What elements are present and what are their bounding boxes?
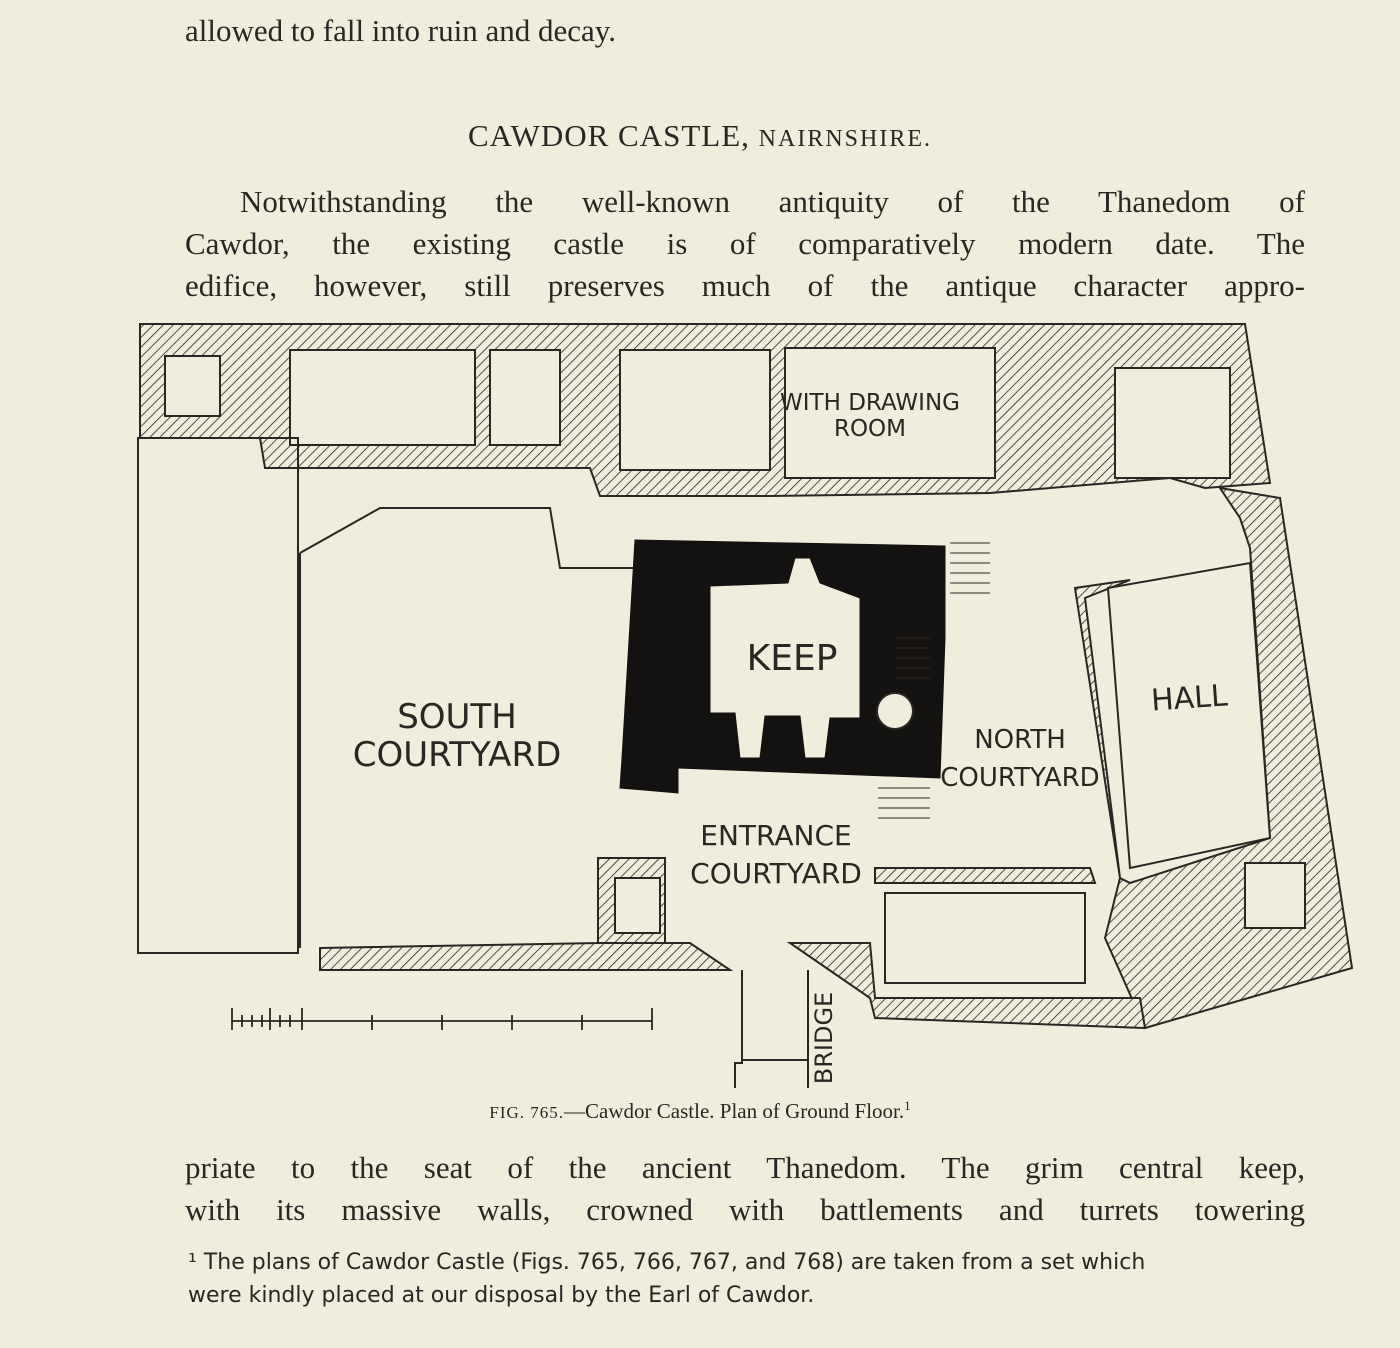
label-north-courtyard-1: NORTH: [974, 725, 1066, 755]
label-entrance-courtyard-1: ENTRANCE: [700, 819, 851, 852]
scale-bar: [231, 1008, 653, 1030]
heading-county: Nairnshire.: [758, 126, 932, 152]
paragraph-2-line-2: with its massive walls, crowned with bat…: [185, 1192, 1305, 1227]
bridge: [734, 970, 809, 1088]
footnote-line-2: were kindly placed at our disposal by th…: [188, 1283, 815, 1308]
keep-walls: [619, 539, 946, 794]
text-line-top: allowed to fall into ruin and decay.: [185, 13, 616, 48]
keep-stair: [876, 692, 914, 730]
label-bridge: BRIDGE: [810, 992, 838, 1084]
plan-rooms: [164, 347, 1306, 984]
label-hall: HALL: [1150, 678, 1229, 718]
paragraph-1-line-1: Notwithstanding the well-known antiquity…: [240, 184, 1305, 219]
label-keep: KEEP: [747, 638, 838, 679]
caption-note-ref: 1: [904, 1098, 911, 1113]
label-south-courtyard-2: COURTYARD: [353, 735, 562, 775]
stairs: [878, 542, 990, 819]
label-with-drawing-room-2: ROOM: [834, 416, 906, 442]
footnote-line-1: ¹ The plans of Cawdor Castle (Figs. 765,…: [188, 1250, 1146, 1275]
figure-caption: Fig. 765.—Cawdor Castle. Plan of Ground …: [0, 1098, 1400, 1124]
section-heading: CAWDOR CASTLE, Nairnshire.: [0, 118, 1400, 154]
paragraph-2-line-1: priate to the seat of the ancient Thaned…: [185, 1150, 1305, 1185]
south-courtyard-boundary: [299, 507, 635, 948]
label-north-courtyard-2: COURTYARD: [940, 763, 1099, 793]
caption-fig: Fig. 765.: [489, 1103, 565, 1122]
label-with-drawing-room-1: WITH DRAWING: [780, 390, 960, 416]
paragraph-1-line-3: edifice, however, still preserves much o…: [185, 268, 1305, 303]
heading-title: CAWDOR CASTLE,: [468, 118, 750, 153]
caption-text: —Cawdor Castle. Plan of Ground Floor.: [564, 1099, 905, 1123]
label-south-courtyard-1: SOUTH: [397, 697, 517, 737]
ground-floor-plan: WITH DRAWING ROOM KEEP HALL SOUTH COURTY…: [137, 323, 1354, 1088]
west-enclosure: [137, 437, 299, 954]
paragraph-1-line-2: Cawdor, the existing castle is of compar…: [185, 226, 1305, 261]
label-entrance-courtyard-2: COURTYARD: [690, 857, 862, 890]
